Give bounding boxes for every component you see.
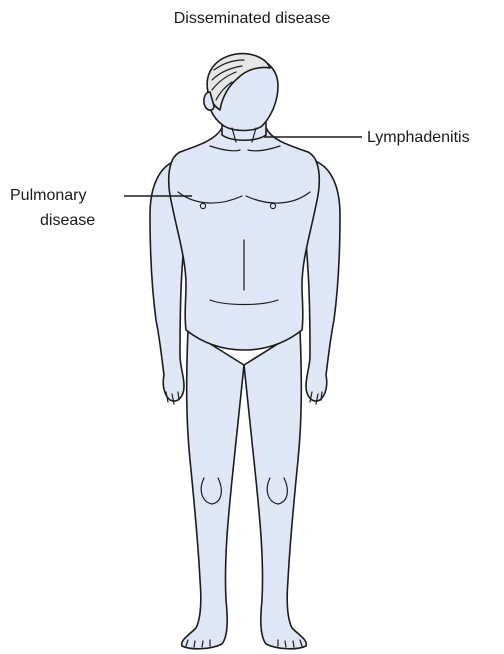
right-leg	[244, 330, 306, 649]
left-leg	[182, 330, 244, 649]
torso	[169, 128, 320, 350]
